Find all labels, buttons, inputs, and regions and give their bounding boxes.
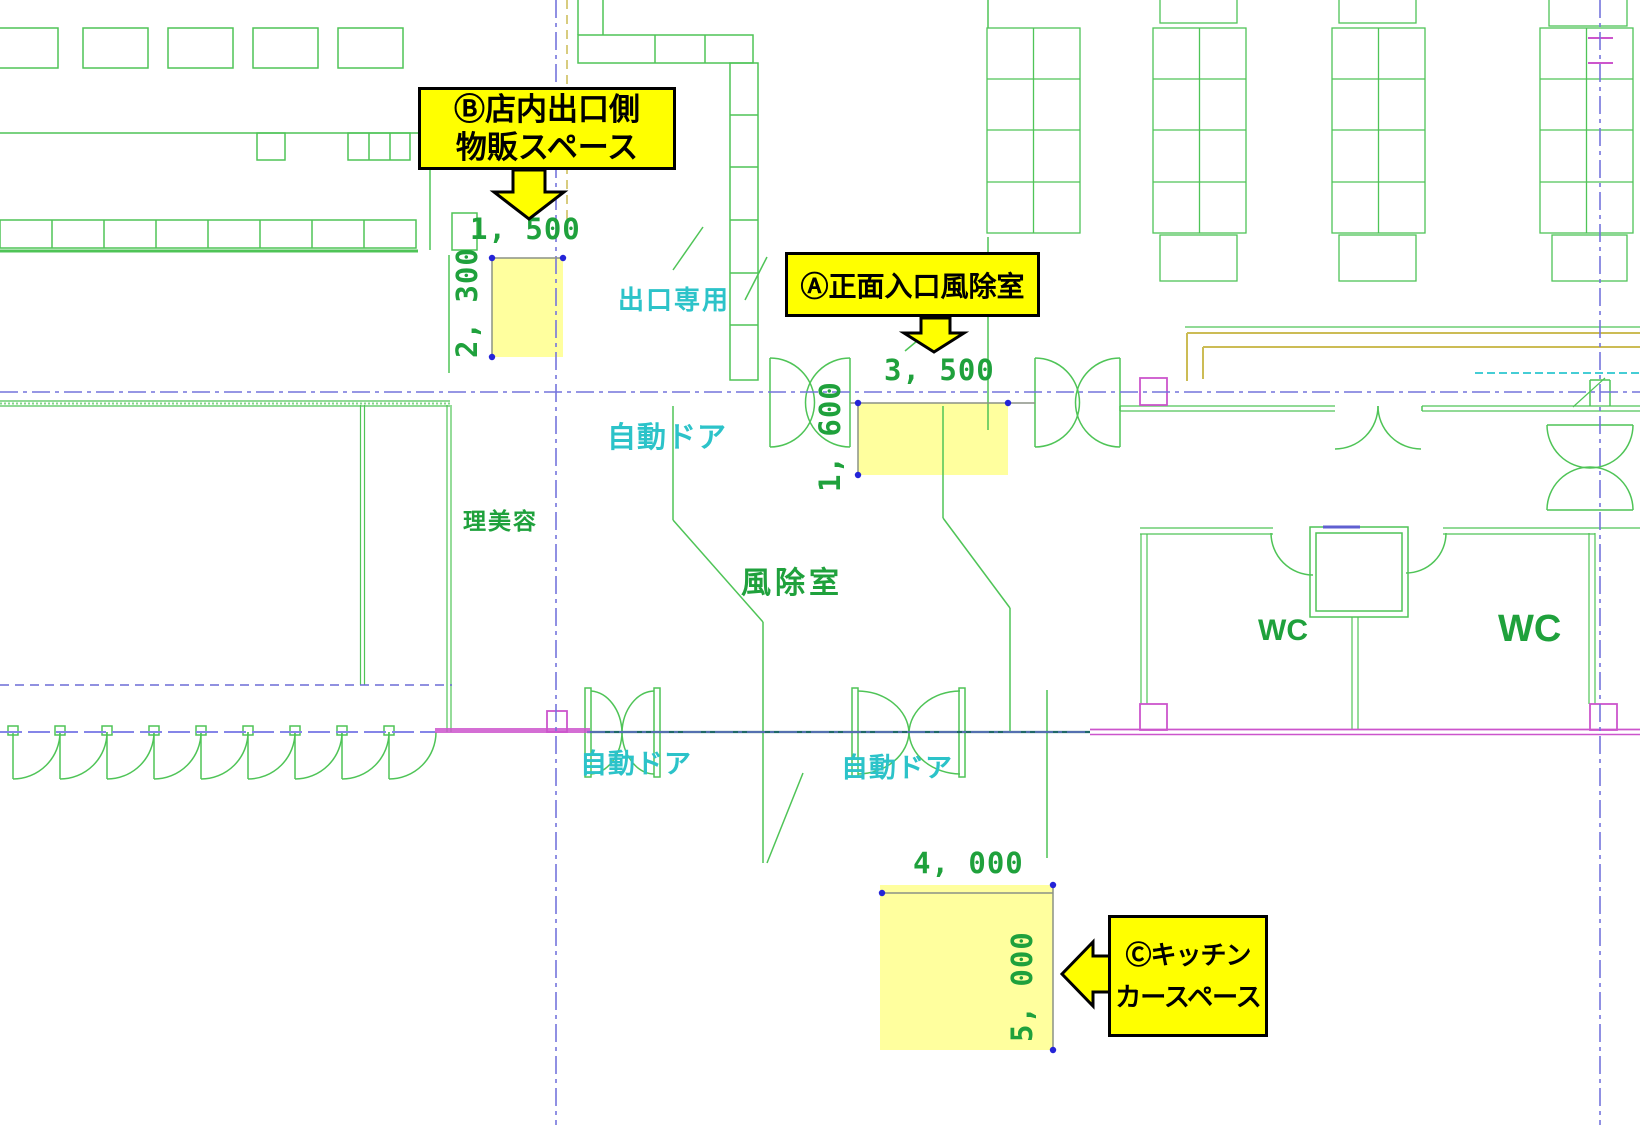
label-wc-right: WC — [1498, 608, 1562, 650]
callout-c-kitchen-car-space: Ⓒキッチン カースペース — [1108, 915, 1268, 1037]
highlight-b-space — [492, 258, 563, 357]
dimension-c-height: 5, 000 — [1005, 931, 1039, 1042]
callout-a-entrance-vestibule: Ⓐ正面入口風除室 — [785, 252, 1040, 317]
label-wc-left: WC — [1258, 614, 1308, 647]
dimension-c-width: 4, 000 — [913, 846, 1024, 880]
callout-c-line1: Ⓒキッチン — [1125, 940, 1251, 970]
dimension-a-height: 1, 600 — [813, 381, 847, 492]
dimension-b-height: 2, 300 — [450, 247, 484, 358]
callout-c-line2: カースペース — [1115, 982, 1262, 1012]
label-barber-beauty: 理美容 — [463, 508, 538, 534]
dimension-a-width: 3, 500 — [884, 353, 995, 387]
label-auto-door-bottom-right: 自動ドア — [841, 753, 953, 783]
label-exit-only: 出口専用 — [618, 285, 731, 315]
callout-b-line2: 物販スペース — [455, 129, 639, 165]
callout-b-line1: Ⓑ店内出口側 — [454, 91, 640, 127]
callout-a-label: Ⓐ正面入口風除室 — [800, 270, 1025, 302]
highlight-c-space — [880, 885, 1053, 1050]
label-auto-door-bottom-left: 自動ドア — [580, 749, 692, 779]
label-windbreak-room: 風除室 — [741, 567, 843, 600]
highlight-a-space — [858, 403, 1008, 475]
callout-b-sales-space: Ⓑ店内出口側 物販スペース — [418, 87, 676, 170]
label-auto-door-top: 自動ドア — [607, 422, 728, 454]
dimension-b-width: 1, 500 — [470, 212, 581, 246]
